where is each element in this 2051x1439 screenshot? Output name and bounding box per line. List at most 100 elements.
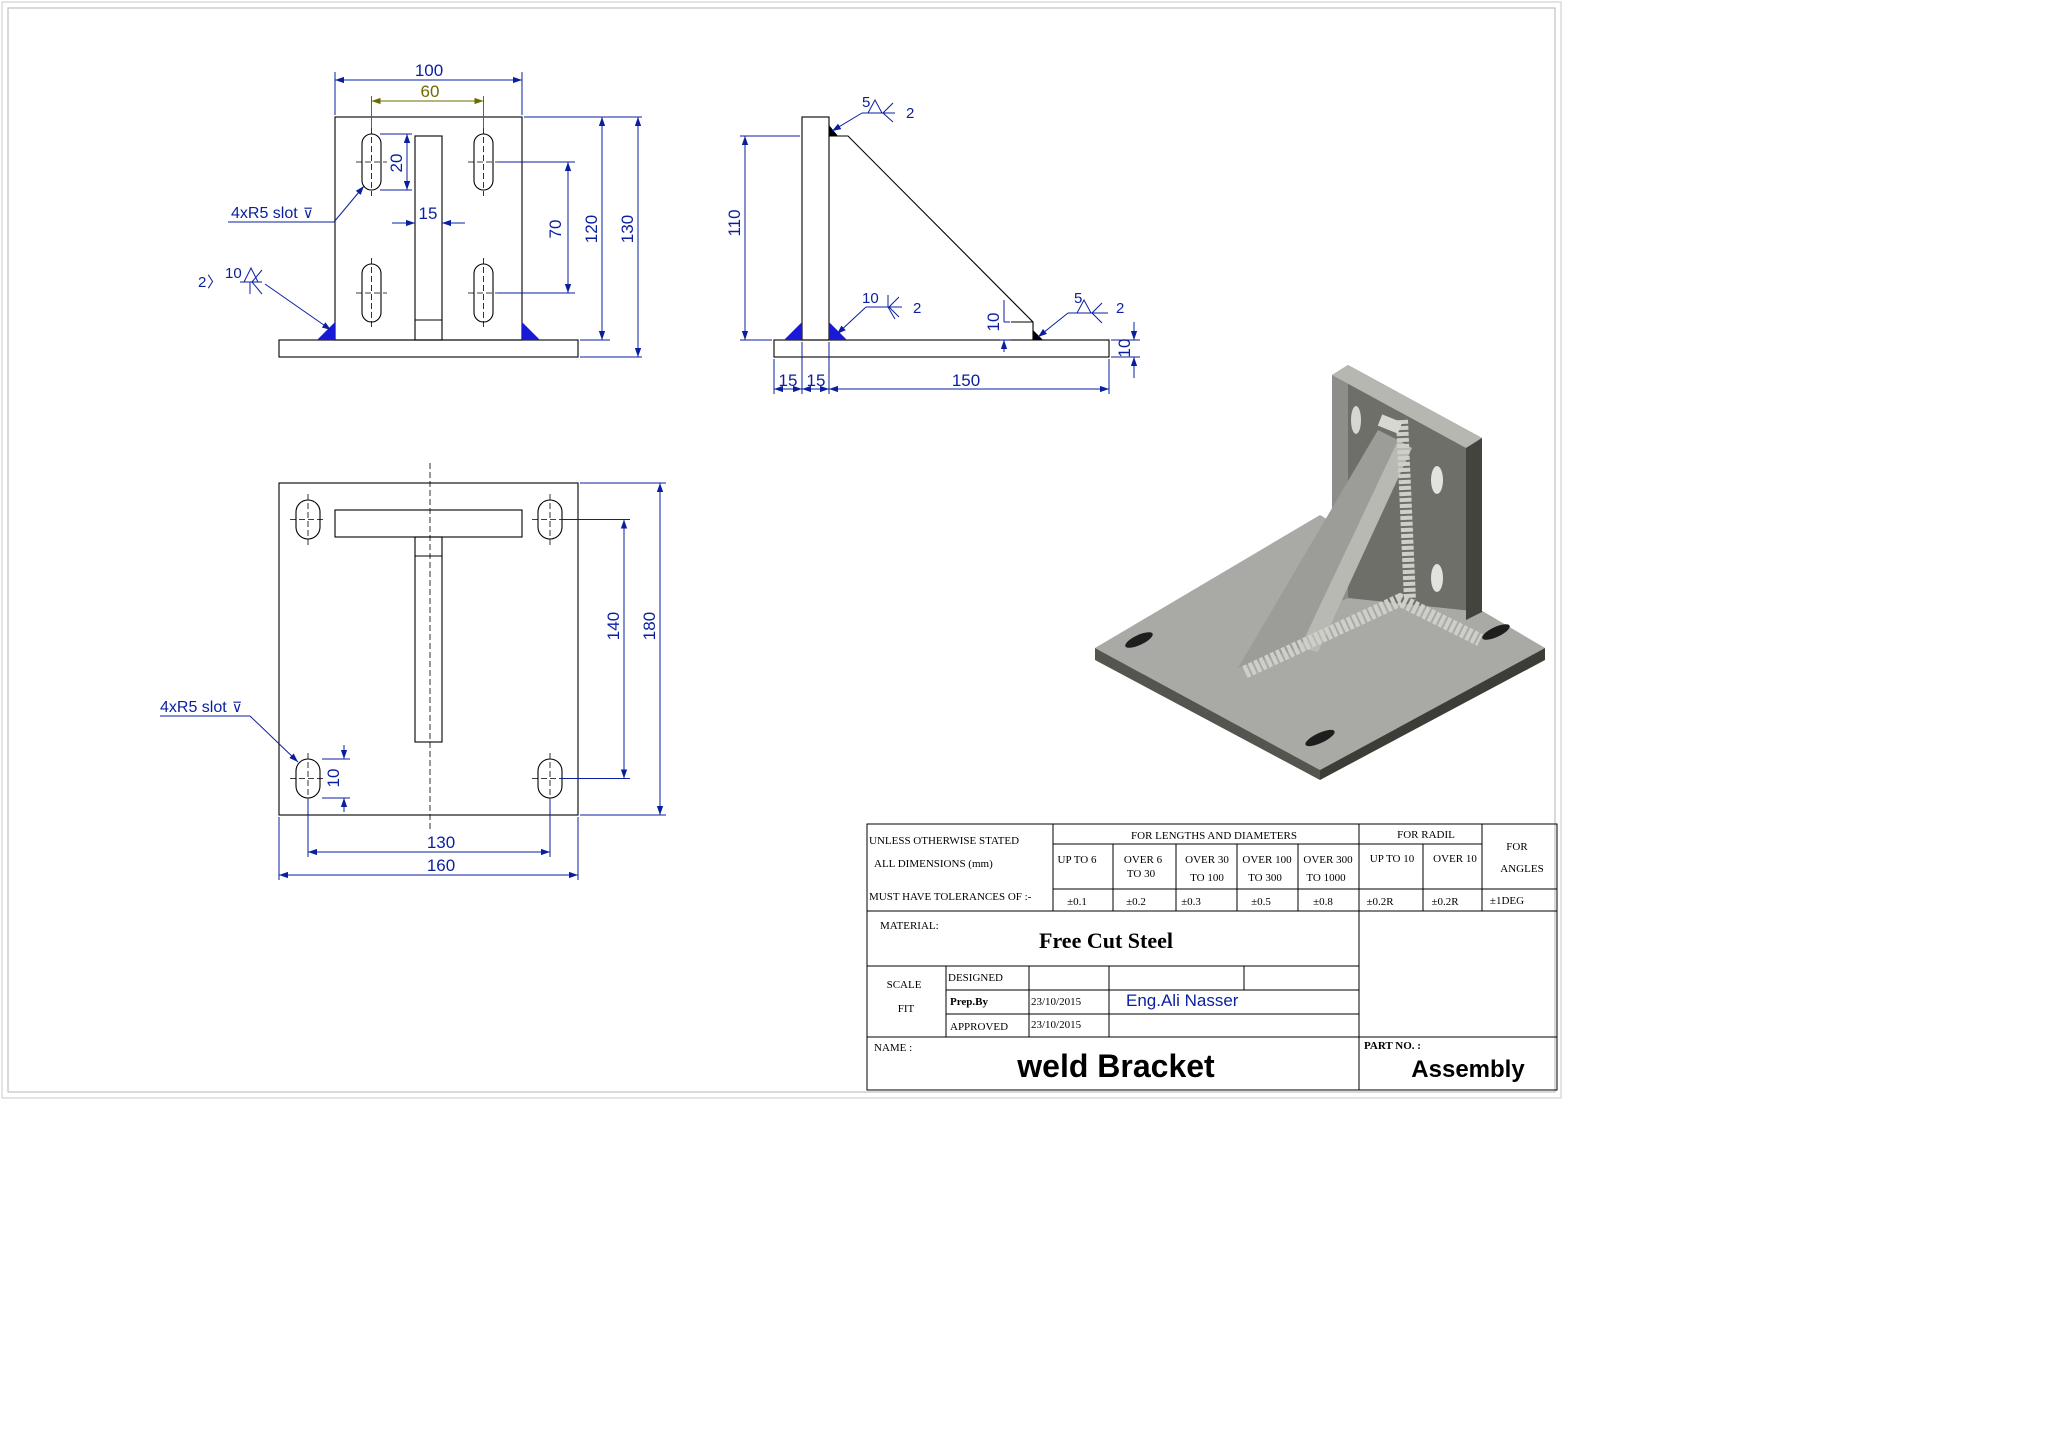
- tb-range-5-b: TO 1000: [1306, 872, 1346, 884]
- tb-range-3-a: OVER 30: [1185, 854, 1229, 866]
- top-dim-160: 160: [427, 856, 455, 875]
- tb-range-4-b: TO 300: [1248, 872, 1282, 884]
- side-weld-right: [1033, 330, 1043, 340]
- top-dimensions: [160, 482, 666, 880]
- tb-material-label: MATERIAL:: [880, 920, 939, 932]
- tb-approved-date: 23/10/2015: [1031, 1019, 1082, 1031]
- iso-slot-right: [1482, 624, 1510, 640]
- tb-tol-4: ±0.5: [1251, 896, 1271, 908]
- top-slot-callout: 4xR5 slot: [160, 699, 227, 716]
- front-dim-15: 15: [419, 204, 438, 223]
- top-back-plate: [334, 509, 523, 538]
- front-dim-20: 20: [387, 154, 406, 173]
- side-weld-mid: [829, 322, 847, 340]
- tb-designed-label: DESIGNED: [948, 972, 1003, 984]
- iso-base-left-edge: [1095, 648, 1320, 780]
- side-dim-110: 110: [725, 209, 744, 236]
- tb-range-5-a: OVER 300: [1303, 854, 1353, 866]
- front-weld-count: 2: [198, 274, 206, 291]
- tb-scale-value: FIT: [898, 1003, 915, 1015]
- front-rib: [414, 135, 443, 341]
- iso-back-plate-top: [1332, 365, 1482, 448]
- tb-approved-label: APPROVED: [950, 1021, 1008, 1033]
- tb-tol-2: ±0.2: [1126, 896, 1146, 908]
- front-dim-60: 60: [421, 82, 440, 101]
- top-dim-10: 10: [324, 769, 343, 788]
- front-weld-right: [522, 322, 540, 340]
- top-dim-180: 180: [640, 612, 659, 640]
- tb-tol-7: ±0.2R: [1431, 896, 1459, 908]
- tb-note-3: MUST HAVE TOLERANCES OF :-: [869, 891, 1032, 903]
- tb-range-3-b: TO 100: [1190, 872, 1224, 884]
- side-dim-gusset-10: 10: [984, 313, 1003, 332]
- tb-tol-1: ±0.1: [1067, 896, 1087, 908]
- front-dim-100: 100: [415, 61, 443, 80]
- iso-gusset-edge: [1300, 440, 1412, 652]
- tb-prep-label: Prep.By: [950, 996, 988, 1008]
- side-dimensions: [740, 98, 1140, 394]
- tb-name-value: weld Bracket: [1016, 1048, 1215, 1084]
- title-block: [866, 823, 1558, 1091]
- tb-tol-5: ±0.8: [1313, 896, 1333, 908]
- front-base-plate: [278, 339, 579, 358]
- side-dim-15b: 15: [807, 371, 826, 390]
- drawing-sheet: 100 60 20 15 70 120 130 4xR5 slot ⊽ 10 2…: [1, 1, 1562, 1099]
- top-slot-depth-icon: ⊽: [232, 699, 242, 715]
- side-top-weld-count: 2: [906, 105, 914, 122]
- front-slot-depth-icon: ⊽: [303, 205, 313, 221]
- tb-note-1: UNLESS OTHERWISE STATED: [869, 835, 1019, 847]
- tb-tol-3: ±0.3: [1181, 896, 1201, 908]
- tb-range-6-a: UP TO 10: [1370, 853, 1415, 865]
- tb-tol-6: ±0.2R: [1366, 896, 1394, 908]
- side-base-plate: [773, 339, 1110, 358]
- iso-back-plate-side: [1466, 438, 1482, 620]
- iso-slot-left: [1125, 632, 1153, 648]
- iso-weld-bead-vertical: [1396, 419, 1416, 601]
- tb-range-1-a: UP TO 6: [1058, 854, 1097, 866]
- side-mid-weld-count: 2: [913, 300, 921, 317]
- side-mid-weld-size: 10: [862, 290, 879, 307]
- front-slot-callout: 4xR5 slot: [231, 205, 298, 222]
- tb-tol-8: ±1DEG: [1490, 895, 1524, 907]
- tb-note-2: ALL DIMENSIONS (mm): [874, 858, 993, 870]
- tb-header-lengths: FOR LENGTHS AND DIAMETERS: [1131, 830, 1297, 842]
- iso-weld-bead-gusset: [1377, 414, 1403, 434]
- tb-header-angles-2: ANGLES: [1500, 863, 1543, 875]
- side-gusset: [829, 135, 1034, 340]
- top-rib: [414, 536, 443, 743]
- front-dim-130: 130: [618, 215, 637, 243]
- tb-range-4-a: OVER 100: [1242, 854, 1292, 866]
- front-dimensions: [228, 72, 642, 358]
- side-dim-plate-10: 10: [1115, 339, 1134, 358]
- front-dim-120: 120: [582, 215, 601, 243]
- side-right-weld-count: 2: [1116, 300, 1124, 317]
- sheet-outer-border: [1, 1, 1562, 1099]
- sheet-inner-border: [7, 7, 1556, 1093]
- iso-weld-bead-base: [1242, 592, 1483, 678]
- tb-prep-date: 23/10/2015: [1031, 996, 1082, 1008]
- side-top-weld-size: 5: [862, 94, 870, 111]
- tb-range-2-a: OVER 6: [1124, 854, 1163, 866]
- tb-scale-label: SCALE: [887, 979, 922, 991]
- side-right-weld-size: 5: [1074, 290, 1082, 307]
- side-dim-150: 150: [952, 371, 980, 390]
- tb-header-angles-1: FOR: [1506, 841, 1528, 853]
- iso-gusset-face: [1238, 430, 1398, 668]
- isometric-render: [1095, 365, 1545, 780]
- tb-material-value: Free Cut Steel: [1039, 928, 1173, 953]
- tb-header-radii: FOR RADIL: [1397, 829, 1455, 841]
- front-weld-left: [317, 322, 335, 340]
- front-back-plate: [334, 116, 523, 341]
- top-base-plate: [278, 482, 579, 816]
- top-dim-130: 130: [427, 833, 455, 852]
- tb-range-2-b: TO 30: [1127, 868, 1156, 880]
- tb-prep-name: Eng.Ali Nasser: [1126, 991, 1239, 1010]
- front-weld-count-bracket: 〉: [207, 274, 222, 291]
- side-back-plate: [801, 116, 830, 341]
- tb-name-label: NAME :: [874, 1042, 912, 1054]
- front-weld-size: 10: [225, 265, 242, 282]
- side-weld-left: [784, 322, 802, 340]
- iso-slot-front: [1305, 729, 1335, 747]
- front-view: [278, 116, 579, 358]
- top-dim-140: 140: [604, 612, 623, 640]
